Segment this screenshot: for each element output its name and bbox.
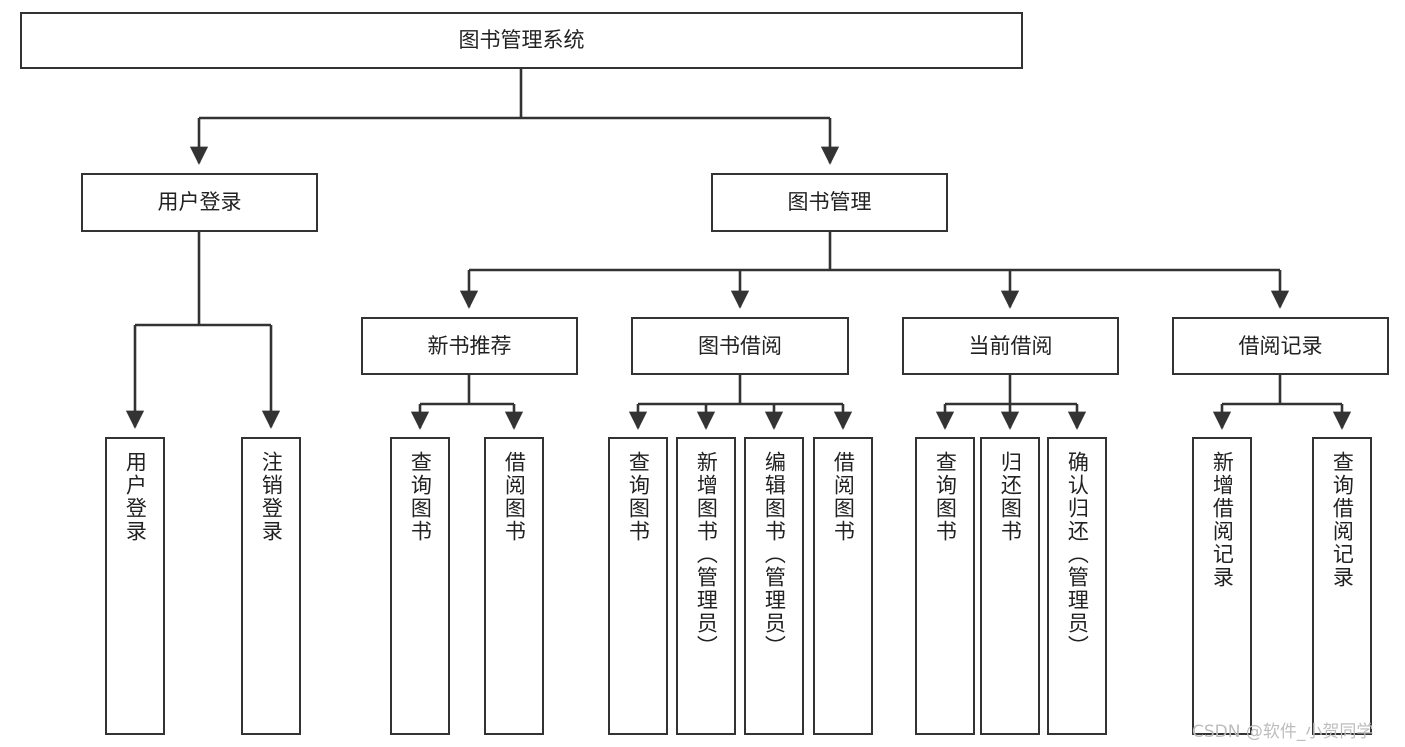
node-user-login[interactable]: 用户登录 — [81, 173, 318, 232]
node-leaf-borrow-book-b-label: 借阅图书 — [831, 451, 856, 543]
node-borrow-record[interactable]: 借阅记录 — [1172, 317, 1389, 375]
node-leaf-logout-label: 注销登录 — [259, 451, 284, 543]
node-book-borrow[interactable]: 图书借阅 — [631, 317, 849, 375]
node-leaf-edit-book[interactable]: 编辑图书（管理员） — [744, 437, 804, 735]
node-root-label: 图书管理系统 — [458, 28, 585, 53]
node-root[interactable]: 图书管理系统 — [20, 12, 1023, 69]
node-leaf-query-record-label: 查询借阅记录 — [1330, 451, 1355, 589]
node-new-book-rec-label: 新书推荐 — [427, 333, 512, 358]
node-user-login-label: 用户登录 — [157, 190, 242, 215]
node-borrow-record-label: 借阅记录 — [1238, 333, 1323, 358]
node-leaf-query-book-c[interactable]: 查询图书 — [915, 437, 975, 735]
node-leaf-borrow-book-b[interactable]: 借阅图书 — [813, 437, 873, 735]
node-leaf-edit-book-label: 编辑图书（管理员） — [762, 451, 787, 658]
node-leaf-query-book-b-label: 查询图书 — [626, 451, 651, 543]
node-leaf-query-book-c-label: 查询图书 — [933, 451, 958, 543]
node-leaf-add-book-label: 新增图书（管理员） — [694, 451, 719, 658]
node-current-borrow-label: 当前借阅 — [968, 333, 1053, 358]
node-leaf-confirm-return-label: 确认归还（管理员） — [1065, 451, 1090, 658]
node-current-borrow[interactable]: 当前借阅 — [902, 317, 1119, 375]
node-leaf-return-book[interactable]: 归还图书 — [980, 437, 1040, 735]
node-book-manage[interactable]: 图书管理 — [711, 173, 948, 232]
node-leaf-add-book[interactable]: 新增图书（管理员） — [676, 437, 736, 735]
node-leaf-user-login-label: 用户登录 — [123, 451, 148, 543]
node-leaf-add-record-label: 新增借阅记录 — [1210, 451, 1235, 589]
node-book-manage-label: 图书管理 — [787, 190, 872, 215]
node-leaf-add-record[interactable]: 新增借阅记录 — [1192, 437, 1252, 735]
node-leaf-query-book-b[interactable]: 查询图书 — [608, 437, 668, 735]
node-leaf-borrow-book-a-label: 借阅图书 — [502, 451, 527, 543]
node-new-book-rec[interactable]: 新书推荐 — [361, 317, 578, 375]
node-leaf-query-record[interactable]: 查询借阅记录 — [1312, 437, 1372, 735]
node-leaf-user-login[interactable]: 用户登录 — [105, 437, 165, 735]
node-leaf-query-book-a-label: 查询图书 — [408, 451, 433, 543]
node-leaf-query-book-a[interactable]: 查询图书 — [390, 437, 450, 735]
node-book-borrow-label: 图书借阅 — [698, 333, 782, 358]
node-leaf-return-book-label: 归还图书 — [998, 451, 1023, 543]
node-leaf-confirm-return[interactable]: 确认归还（管理员） — [1047, 437, 1107, 735]
node-leaf-logout[interactable]: 注销登录 — [241, 437, 301, 735]
node-leaf-borrow-book-a[interactable]: 借阅图书 — [484, 437, 544, 735]
